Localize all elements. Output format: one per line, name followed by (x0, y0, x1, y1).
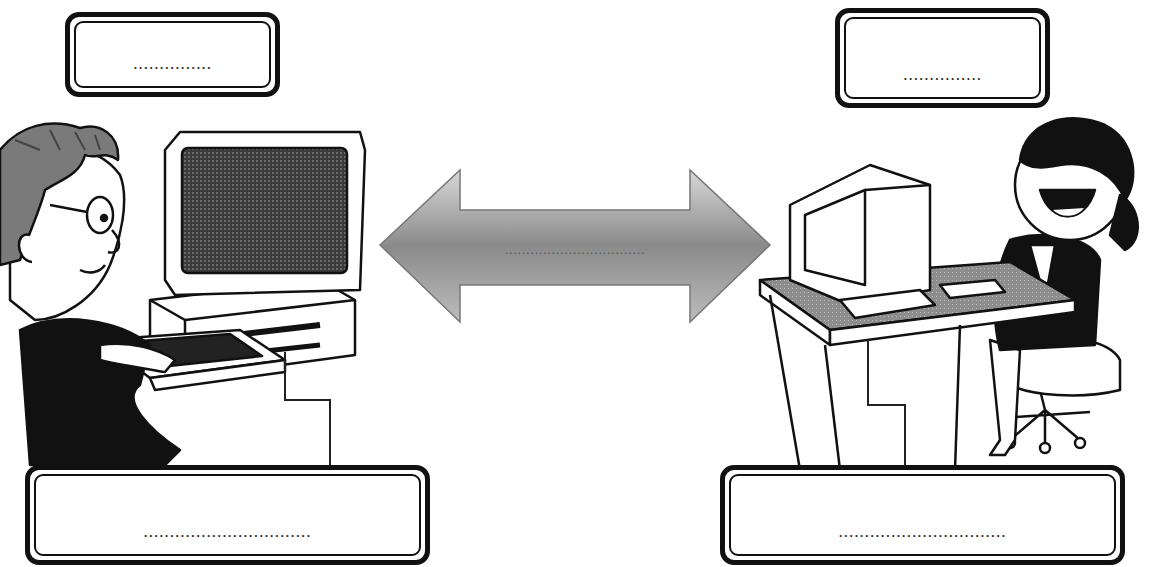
blank-line: ................................ (839, 522, 1007, 542)
blank-line: ............... (903, 65, 982, 85)
woman-at-computer (760, 118, 1138, 470)
woman-at-computer-part (805, 190, 865, 285)
woman-at-computer-part (955, 325, 960, 470)
woman-at-computer-part (1075, 438, 1085, 448)
double-arrow (380, 170, 770, 322)
answer-box: ................................ (25, 465, 430, 565)
man-at-computer-part (101, 215, 107, 221)
man-at-computer-part (87, 197, 113, 233)
man-at-computer-part (80, 265, 105, 272)
leader-line-part (285, 352, 330, 465)
man-at-computer-part (108, 230, 119, 253)
woman-at-computer-part (1040, 443, 1050, 453)
answer-box: ............... (835, 8, 1050, 108)
man-at-computer (0, 124, 365, 465)
woman-at-computer-part (940, 280, 1005, 298)
woman-at-computer-part (1040, 190, 1095, 216)
leader-line-part (868, 340, 905, 465)
blank-line: ................................ (144, 522, 312, 542)
woman-at-computer-part (840, 290, 935, 318)
woman-at-computer-part (1040, 161, 1058, 165)
man-at-computer-part (100, 344, 175, 372)
answer-box: ............... (65, 12, 280, 97)
woman-at-computer-part (865, 185, 930, 190)
man-at-computer-part (150, 300, 185, 320)
man-at-computer-part (182, 148, 347, 273)
woman-at-computer-part (790, 165, 930, 305)
woman-at-computer-part (1020, 118, 1133, 200)
arrow-blank-line: ................................. (505, 242, 645, 258)
man-at-computer-part (50, 205, 87, 212)
answer-box: ................................ (720, 465, 1125, 565)
man-at-computer-part (19, 234, 32, 262)
woman-at-computer-part (1070, 156, 1090, 162)
man-at-computer-part (20, 319, 180, 465)
woman-at-computer-part (770, 295, 800, 470)
man-at-computer-part (165, 132, 365, 295)
woman-at-computer-part (825, 345, 840, 470)
woman-at-computer-part (1052, 208, 1085, 217)
double-arrow-part (380, 170, 770, 322)
leader-line (285, 340, 905, 465)
man-at-computer-part (15, 130, 100, 150)
man-at-computer-part (0, 124, 118, 265)
blank-line: ............... (133, 54, 212, 74)
man-at-computer-part (185, 300, 355, 320)
woman-at-computer-part (1110, 195, 1138, 250)
woman-at-computer-part (990, 340, 1020, 455)
